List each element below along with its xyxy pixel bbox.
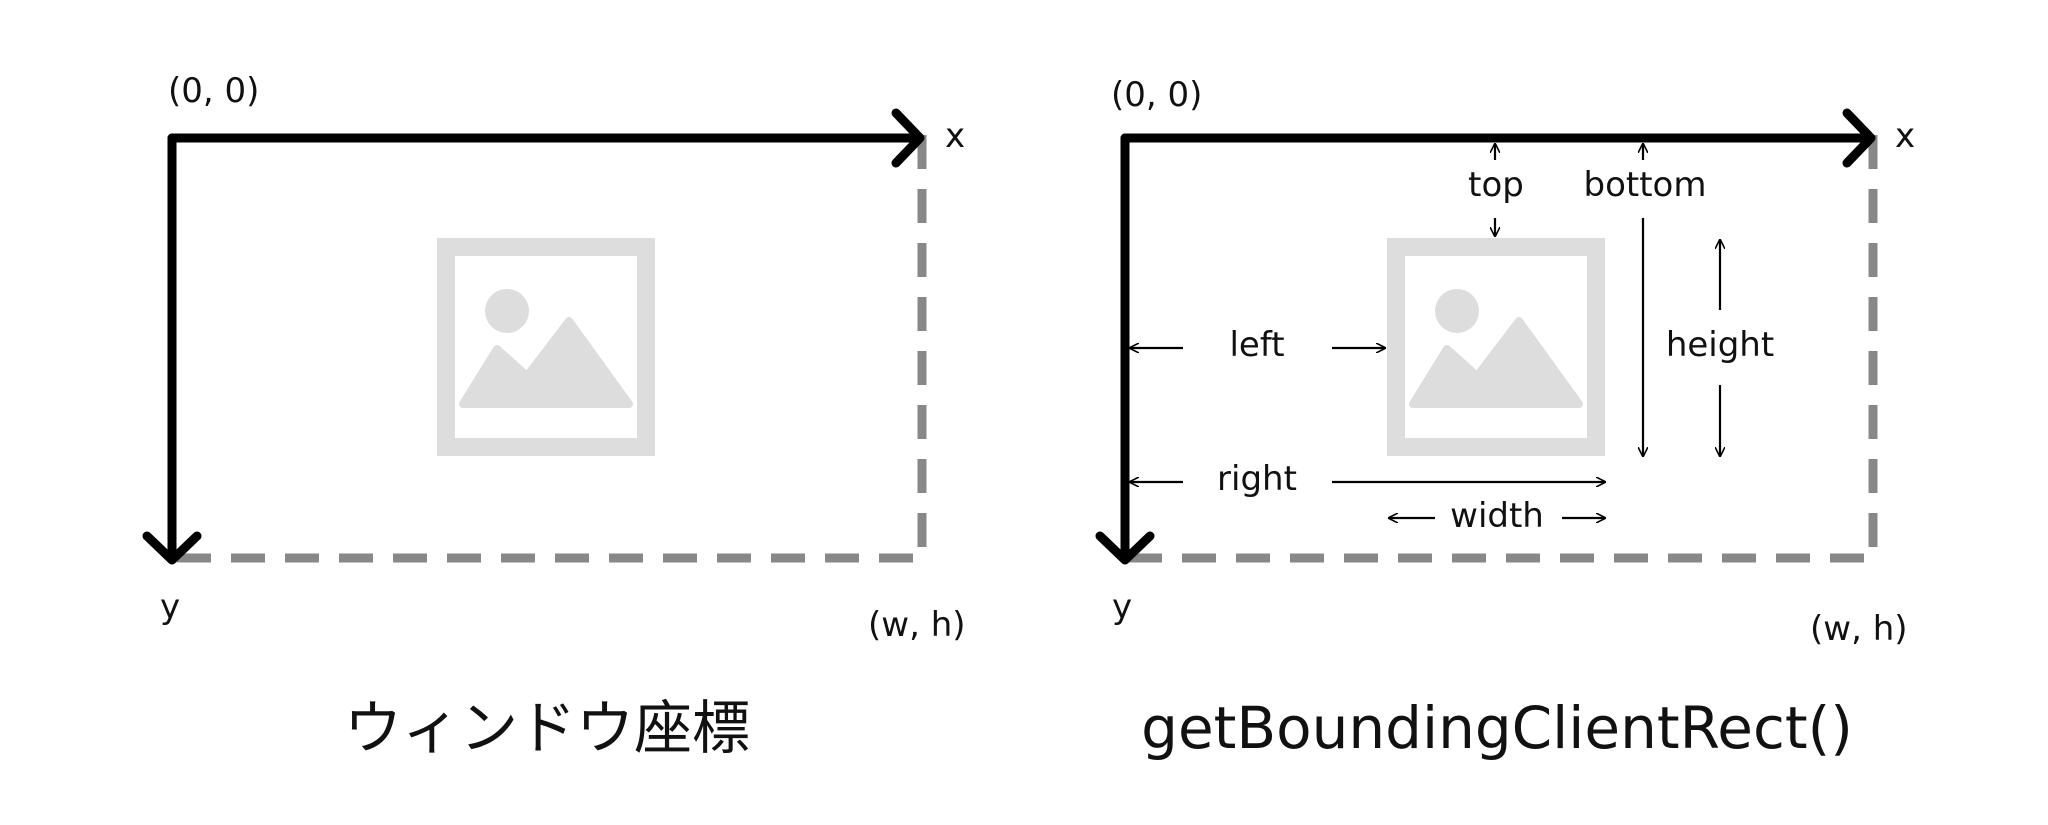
x-axis-arrow [167,108,925,168]
viewport-border [1125,135,1878,563]
diagram-caption: ウィンドウ座標 [344,694,750,762]
image-placeholder-icon [1387,238,1605,456]
corner-label: (w, h) [1810,609,1908,649]
window-coordinates-diagram: (0, 0) x y (w, h) ウィンドウ座標 [142,71,966,762]
top-label: top [1468,165,1524,205]
y-axis-label: y [160,587,180,627]
x-axis-label: x [1895,116,1915,156]
width-label: width [1450,496,1544,536]
y-axis-arrow [1095,133,1155,565]
corner-label: (w, h) [868,605,966,645]
x-axis-label: x [945,116,965,156]
height-label: height [1666,325,1774,365]
right-label: right [1217,459,1297,499]
bounding-client-rect-diagram: top bottom left height right width (0, 0… [1095,75,1915,762]
origin-label: (0, 0) [168,71,259,111]
y-axis-arrow [142,133,202,565]
x-axis-arrow [1120,108,1876,168]
viewport-border [172,135,927,563]
bottom-label: bottom [1584,165,1707,205]
y-axis-label: y [1112,587,1132,627]
origin-label: (0, 0) [1111,75,1202,115]
image-placeholder-icon [437,238,655,456]
left-label: left [1229,325,1284,365]
diagram-caption: getBoundingClientRect() [1141,694,1853,762]
